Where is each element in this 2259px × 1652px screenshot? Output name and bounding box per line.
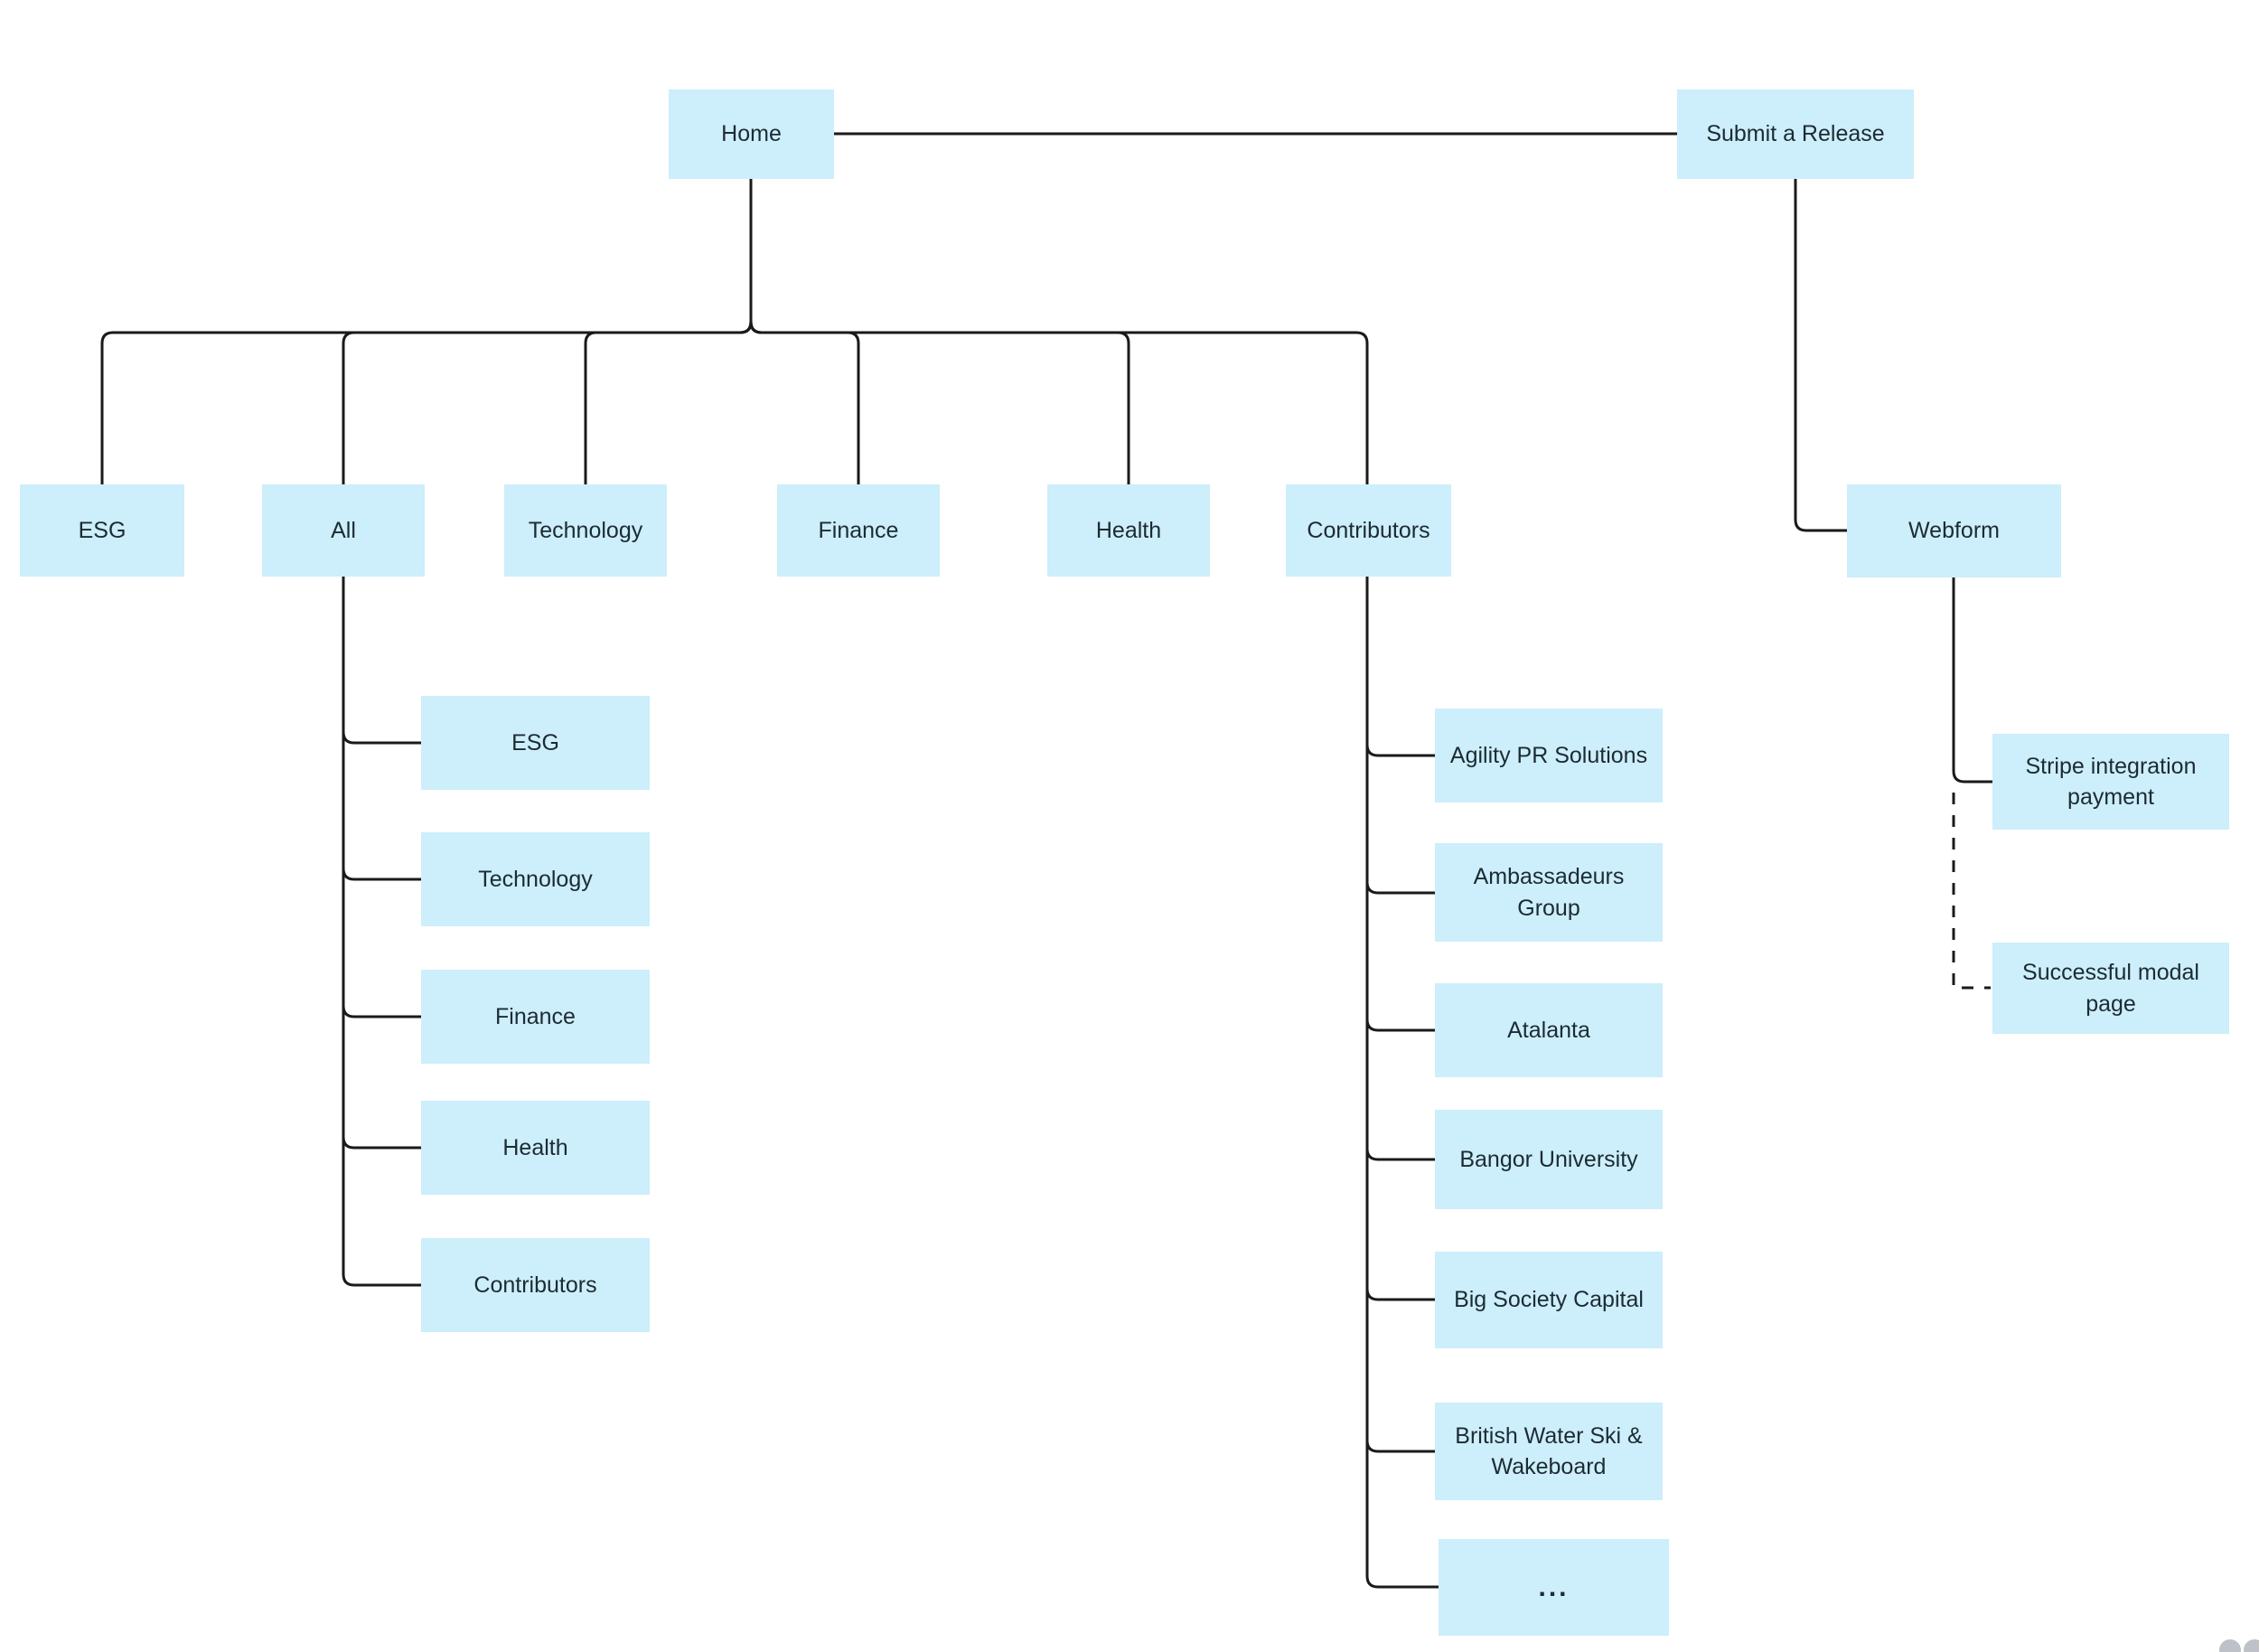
node-ambassadeurs-group-label: Ambassadeurs Group xyxy=(1473,864,1625,921)
node-bangor-university-label: Bangor University xyxy=(1459,1146,1638,1172)
node-atalanta[interactable]: Atalanta xyxy=(1435,983,1663,1077)
node-all[interactable]: All xyxy=(262,484,425,577)
node-all-health[interactable]: Health xyxy=(421,1101,650,1195)
node-submit-a-release[interactable]: Submit a Release xyxy=(1677,89,1914,179)
node-big-society-capital-label: Big Society Capital xyxy=(1454,1287,1644,1313)
node-successful-modal-page[interactable]: Successful modal page xyxy=(1992,943,2229,1034)
edge-stripe-successful xyxy=(1952,793,1991,990)
edge-contrib-more xyxy=(1365,577,1439,1589)
edge-submit-webform xyxy=(1794,179,1847,532)
node-finance-label: Finance xyxy=(818,517,899,543)
watermark-icon xyxy=(2219,1639,2259,1652)
node-all-contributors[interactable]: Contributors xyxy=(421,1238,650,1332)
node-all-contributors-label: Contributors xyxy=(473,1272,597,1298)
node-more-ellipsis-label: ... xyxy=(1538,1572,1570,1602)
node-home[interactable]: Home xyxy=(669,89,834,179)
node-all-finance[interactable]: Finance xyxy=(421,970,650,1064)
node-all-health-label: Health xyxy=(502,1134,568,1160)
node-technology-label: Technology xyxy=(528,517,643,543)
node-british-water-ski-wakeboard-label: British Water Ski & Wakeboard xyxy=(1455,1422,1643,1480)
edge-contrib-atalanta xyxy=(1365,577,1435,1032)
node-contributors[interactable]: Contributors xyxy=(1286,484,1451,577)
node-bangor-university[interactable]: Bangor University xyxy=(1435,1110,1663,1209)
edge-all-esg xyxy=(342,577,421,745)
node-ambassadeurs-group[interactable]: Ambassadeurs Group xyxy=(1435,843,1663,942)
node-home-label: Home xyxy=(721,121,782,147)
node-finance[interactable]: Finance xyxy=(777,484,940,577)
edge-all-finance xyxy=(342,577,421,1018)
node-agility-pr-solutions-label: Agility PR Solutions xyxy=(1449,742,1648,768)
edge-contrib-bangor xyxy=(1365,577,1435,1161)
edge-all-contributors xyxy=(342,577,421,1287)
node-health[interactable]: Health xyxy=(1047,484,1210,577)
node-esg-label: ESG xyxy=(78,517,127,543)
edge-contrib-bigsociety xyxy=(1365,577,1435,1301)
node-all-technology-label: Technology xyxy=(478,866,593,892)
edge-contrib-ambassadeurs xyxy=(1365,577,1435,895)
node-health-label: Health xyxy=(1095,517,1162,543)
edge-all-health xyxy=(342,577,421,1150)
node-all-technology[interactable]: Technology xyxy=(421,832,650,926)
node-more-ellipsis[interactable]: ... xyxy=(1439,1539,1669,1636)
node-webform[interactable]: Webform xyxy=(1847,484,2061,577)
node-esg[interactable]: ESG xyxy=(20,484,184,577)
node-atalanta-label: Atalanta xyxy=(1507,1017,1590,1043)
node-submit-a-release-label: Submit a Release xyxy=(1706,121,1885,147)
node-webform-label: Webform xyxy=(1908,518,2000,544)
node-all-finance-label: Finance xyxy=(495,1003,576,1029)
node-successful-modal-page-label: Successful modal page xyxy=(2022,960,2199,1017)
node-all-esg[interactable]: ESG xyxy=(421,696,650,790)
edge-home-contributors xyxy=(749,179,1369,484)
node-british-water-ski-wakeboard[interactable]: British Water Ski & Wakeboard xyxy=(1435,1403,1663,1500)
edge-all-technology xyxy=(342,577,421,881)
node-big-society-capital[interactable]: Big Society Capital xyxy=(1435,1252,1663,1348)
edge-webform-stripe xyxy=(1952,577,1992,784)
node-agility-pr-solutions[interactable]: Agility PR Solutions xyxy=(1435,709,1663,803)
edge-home-all xyxy=(342,179,753,484)
node-stripe-integration-payment-label: Stripe integration payment xyxy=(2025,753,2197,811)
node-technology[interactable]: Technology xyxy=(504,484,667,577)
edge-contrib-agility xyxy=(1365,577,1435,757)
edge-home-finance xyxy=(749,179,860,484)
edge-home-technology xyxy=(584,179,753,484)
node-contributors-label: Contributors xyxy=(1307,517,1430,543)
edge-home-health xyxy=(749,179,1130,484)
edge-contrib-british xyxy=(1365,577,1435,1453)
node-all-esg-label: ESG xyxy=(511,729,559,756)
node-stripe-integration-payment[interactable]: Stripe integration payment xyxy=(1992,734,2229,830)
edge-home-esg xyxy=(100,179,753,484)
node-all-label: All xyxy=(331,517,356,543)
